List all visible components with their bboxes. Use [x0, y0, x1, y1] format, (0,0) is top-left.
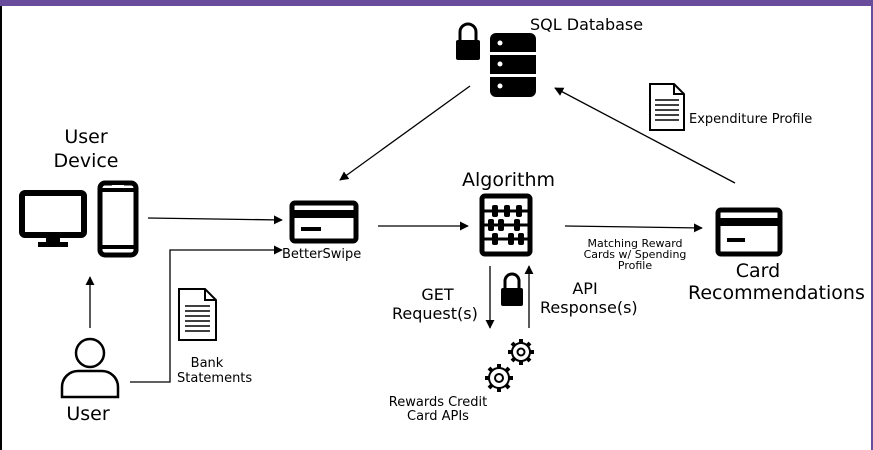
top-accent-bar: [0, 0, 873, 6]
bank-statements-label-line2: Statements: [177, 371, 253, 386]
arrow-algorithm-to-recommendations: [564, 223, 703, 233]
get-request-label-line1: GET: [421, 285, 454, 304]
database-icon: [490, 33, 536, 97]
recommendation-card-icon: [715, 207, 783, 257]
arrow-device-to-betterswipe: [147, 215, 283, 225]
betterswipe-label: BetterSwipe: [282, 247, 362, 262]
api-response-label-line2: Response(s): [540, 298, 638, 317]
card-rec-label-line1: Card: [735, 260, 781, 282]
arrow-db-to-betterswipe: [339, 85, 471, 181]
matching-label-line2: Cards w/ Spending: [583, 248, 687, 261]
abacus-icon: [479, 193, 533, 257]
arrow-recommendations-to-db: [554, 87, 736, 184]
bank-document-icon: [178, 288, 217, 341]
lock-icon-api: [501, 272, 523, 306]
credit-card-icon: [289, 200, 359, 244]
user-device-label-line2: Device: [53, 150, 119, 172]
phone-icon: [97, 180, 139, 258]
lock-icon: [456, 22, 480, 60]
user-icon: [60, 337, 120, 399]
gears-icon: [485, 339, 534, 392]
document-icon: [649, 83, 685, 131]
arrow-statements-to-betterswipe: [130, 245, 283, 383]
right-border: [871, 6, 873, 450]
bank-statements-label-line1: Bank: [190, 356, 224, 371]
rewards-apis-label-line1: Rewards Credit: [388, 395, 488, 410]
rewards-apis-label-line2: Card APIs: [407, 409, 469, 424]
card-rec-label-line2: Recommendations: [688, 282, 865, 304]
user-label: User: [66, 403, 110, 425]
api-response-label-line1: API: [572, 279, 598, 298]
matching-label-line1: Matching Reward: [587, 237, 683, 250]
user-device-label-line1: User: [64, 126, 108, 148]
sql-database-label: SQL Database: [530, 15, 644, 34]
expenditure-profile-label: Expenditure Profile: [689, 112, 813, 127]
algorithm-label: Algorithm: [462, 169, 556, 191]
matching-label-line3: Profile: [617, 259, 653, 272]
get-request-label-line2: Request(s): [392, 304, 478, 323]
monitor-icon: [19, 190, 87, 247]
left-border: [0, 6, 2, 450]
